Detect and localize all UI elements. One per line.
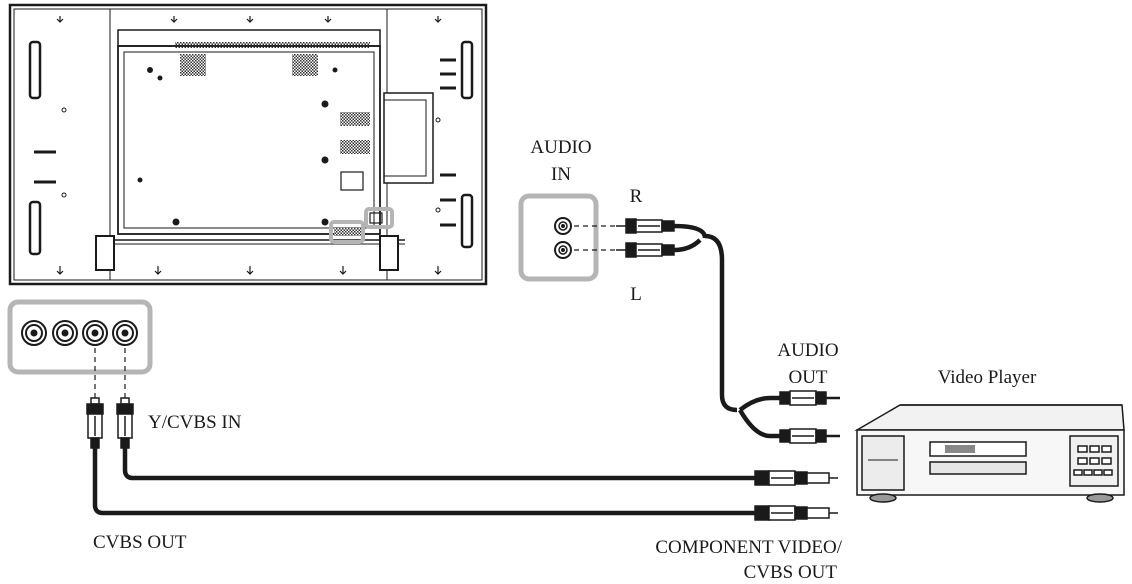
audio-l-label: L (630, 284, 642, 305)
bnc-plug-player-1 (754, 470, 838, 486)
bnc-plug-y (116, 397, 134, 449)
video-input-jacks (21, 320, 138, 346)
component-video-label-line1: COMPONENT VIDEO/ (655, 537, 842, 558)
audio-out-label-line1: AUDIO (777, 340, 838, 361)
audio-input-jacks (554, 217, 572, 259)
rca-plug-player-1 (779, 390, 840, 406)
audio-in-label-line1: AUDIO (530, 137, 591, 158)
bnc-plug-player-2 (754, 505, 838, 521)
panel-highlight-video (329, 220, 365, 244)
component-video-label-line2: CVBS OUT (744, 562, 838, 583)
rca-plug-player-2 (779, 428, 840, 444)
audio-input-callout (518, 193, 599, 282)
bnc-plug-cvbs (86, 397, 104, 449)
audio-in-label-line2: IN (551, 164, 571, 185)
cvbs-out-label: CVBS OUT (93, 532, 187, 553)
y-cvbs-in-label: Y/CVBS IN (148, 412, 242, 433)
audio-cable (673, 223, 780, 439)
cable-cvbs (92, 448, 755, 516)
panel-highlight-audio (364, 207, 394, 229)
cable-y-cvbs (122, 448, 755, 481)
video-player-device (854, 404, 1125, 503)
video-player-label: Video Player (938, 367, 1037, 388)
rca-plug-audio-r (616, 218, 675, 234)
audio-out-label-line2: OUT (788, 367, 827, 388)
video-input-callout (7, 299, 153, 375)
rca-plug-audio-l (616, 242, 675, 258)
audio-r-label: R (630, 186, 643, 207)
display-rear-panel (8, 3, 488, 286)
